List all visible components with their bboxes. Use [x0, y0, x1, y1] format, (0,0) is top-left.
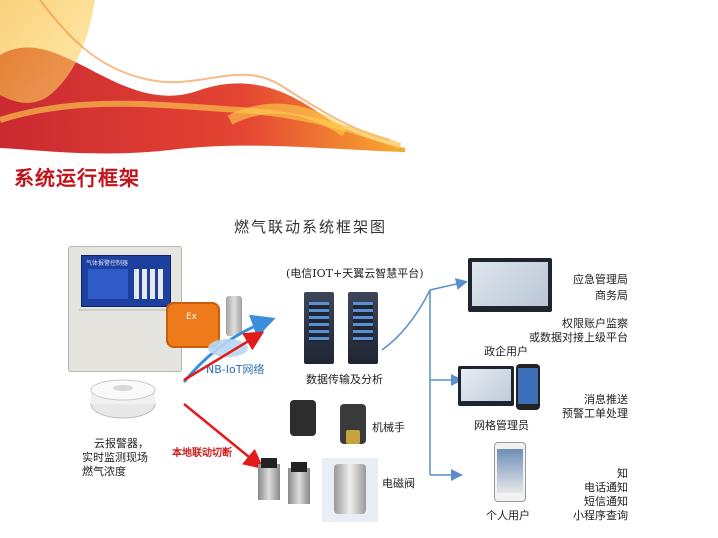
emergency-label-2: 商务局	[595, 289, 628, 302]
solenoid-valve-1	[258, 458, 280, 500]
manipulator-label: 机械手	[372, 421, 405, 434]
monitor-emergency	[468, 258, 552, 312]
valve-label: 电磁阀	[382, 477, 415, 490]
push-label-2: 预警工单处理	[562, 407, 628, 420]
push-label-1: 消息推送	[584, 393, 628, 406]
explosion-proof-detector: Ex	[166, 302, 220, 348]
controller-label: 气体报警控制器	[86, 260, 129, 267]
network-arrow	[182, 314, 276, 383]
phone-personal	[494, 442, 526, 502]
notify-label-2: 短信通知	[584, 495, 628, 508]
manipulator-device-2	[340, 404, 366, 444]
server-rack-2	[348, 292, 378, 364]
permission-label-1: 权限账户监察	[562, 317, 628, 330]
platform-label: (电信IOT+天翼云智慧平台)	[286, 267, 424, 280]
notify-label-3: 小程序查询	[573, 509, 628, 522]
controller-panel: 气体报警控制器	[81, 255, 171, 307]
solenoid-valve-3	[322, 458, 378, 522]
server-rack-1	[304, 292, 334, 364]
solenoid-valve-2	[288, 462, 310, 504]
connector-lines	[381, 278, 468, 481]
servers-label: 数据传输及分析	[306, 373, 383, 386]
alarm-caption-3: 燃气浓度	[82, 465, 126, 478]
notify-label-0: 知	[617, 467, 628, 480]
controller-screen	[88, 269, 128, 299]
diagram-title: 燃气联动系统框架图	[234, 218, 388, 236]
red-arrows	[183, 331, 265, 470]
emergency-label-1: 应急管理局	[573, 273, 628, 286]
gas-sensor	[226, 296, 242, 336]
phone-grid	[516, 364, 540, 410]
controller-keypad	[134, 269, 164, 299]
controller-cabinet: 气体报警控制器	[68, 246, 182, 372]
map-screen	[472, 262, 548, 306]
section-title: 系统运行框架	[14, 166, 140, 190]
decorative-wave-banner	[0, 0, 405, 154]
alarm-caption-1: 云报警器，	[94, 437, 149, 450]
personal-user-label: 个人用户	[486, 509, 530, 522]
permission-label-2: 或数据对接上级平台	[529, 331, 628, 344]
manipulator-device-1	[290, 400, 316, 436]
detector-badge: Ex	[186, 312, 198, 322]
notify-label-1: 电话通知	[584, 481, 628, 494]
local-link-label: 本地联动切断	[172, 448, 232, 459]
grid-manager-label: 网格管理员	[474, 419, 529, 432]
monitor-grid	[458, 366, 514, 406]
cloud-alarm-device	[90, 379, 156, 419]
network-label: NB-IoT网络	[206, 363, 265, 376]
enterprise-label: 政企用户	[484, 345, 528, 358]
alarm-caption-2: 实时监测现场	[82, 451, 148, 464]
